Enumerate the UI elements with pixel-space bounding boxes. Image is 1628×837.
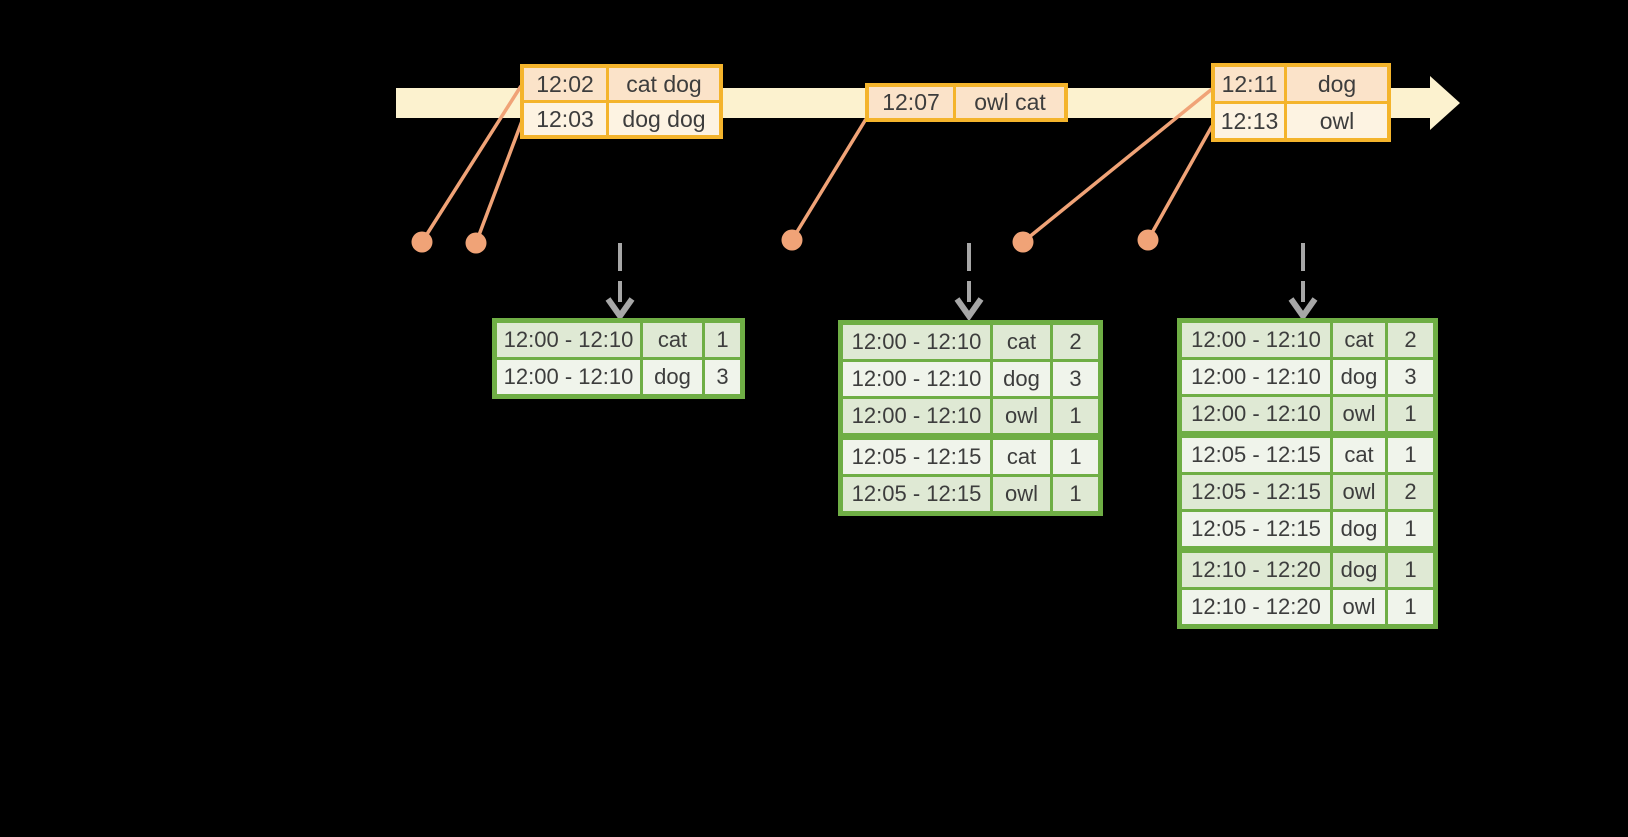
event-connector-line (790, 118, 868, 241)
word-cell: cat (1333, 323, 1385, 357)
word-cell: dog (993, 362, 1050, 396)
result-row: 12:00 - 12:10 owl 1 (1182, 397, 1433, 431)
word-cell: owl (993, 477, 1050, 511)
word-cell: cat (1333, 438, 1385, 472)
event-words-cell: owl (1287, 104, 1387, 138)
window-cell: 12:00 - 12:10 (843, 325, 990, 359)
event-time-cell: 12:07 (869, 87, 953, 118)
window-cell: 12:05 - 12:15 (1182, 438, 1330, 472)
window-cell: 12:00 - 12:10 (1182, 360, 1330, 394)
count-cell: 2 (1388, 323, 1433, 357)
result-row: 12:00 - 12:10 owl 1 (843, 399, 1098, 433)
event-table-3: 12:11 dog 12:13 owl (1211, 63, 1391, 142)
event-connector-line (420, 85, 523, 243)
result-row: 12:05 - 12:15 owl 2 (1182, 475, 1433, 509)
result-row: 12:00 - 12:10 dog 3 (1182, 360, 1433, 394)
word-cell: dog (1333, 553, 1385, 587)
count-cell: 3 (705, 360, 740, 394)
event-connector-line (474, 120, 524, 244)
word-cell: owl (1333, 590, 1385, 624)
count-cell: 3 (1053, 362, 1098, 396)
result-row: 12:00 - 12:10 cat 2 (843, 325, 1098, 359)
event-time-cell: 12:13 (1215, 104, 1284, 138)
word-cell: owl (1333, 397, 1385, 431)
result-row: 12:05 - 12:15 cat 1 (843, 440, 1098, 474)
result-row: 12:10 - 12:20 dog 1 (1182, 553, 1433, 587)
window-cell: 12:00 - 12:10 (1182, 323, 1330, 357)
window-cell: 12:00 - 12:10 (497, 323, 640, 357)
count-cell: 1 (1053, 440, 1098, 474)
window-cell: 12:00 - 12:10 (843, 399, 990, 433)
event-table-2: 12:07 owl cat (865, 83, 1068, 122)
result-row: 12:05 - 12:15 owl 1 (843, 477, 1098, 511)
result-row: 12:00 - 12:10 dog 3 (843, 362, 1098, 396)
count-cell: 1 (705, 323, 740, 357)
event-words-cell: dog dog (609, 103, 719, 135)
trigger-arrow-icon (1288, 243, 1318, 322)
result-row: 12:00 - 12:10 dog 3 (497, 360, 740, 394)
count-cell: 2 (1053, 325, 1098, 359)
result-row: 12:00 - 12:10 cat 2 (1182, 323, 1433, 357)
trigger-arrow-icon (605, 243, 635, 322)
count-cell: 2 (1388, 475, 1433, 509)
window-cell: 12:05 - 12:15 (843, 440, 990, 474)
word-cell: dog (1333, 360, 1385, 394)
result-row: 12:10 - 12:20 owl 1 (1182, 590, 1433, 624)
count-cell: 1 (1053, 477, 1098, 511)
event-dot (1137, 229, 1159, 251)
count-cell: 1 (1388, 438, 1433, 472)
word-cell: dog (643, 360, 702, 394)
event-words-cell: dog (1287, 67, 1387, 101)
event-words-cell: owl cat (956, 87, 1064, 118)
word-cell: dog (1333, 512, 1385, 546)
count-cell: 1 (1053, 399, 1098, 433)
window-cell: 12:00 - 12:10 (843, 362, 990, 396)
window-cell: 12:00 - 12:10 (1182, 397, 1330, 431)
event-connector-line (1146, 125, 1214, 241)
event-connector-line (1021, 87, 1214, 244)
trigger-arrow-icon (954, 243, 984, 322)
word-cell: owl (1333, 475, 1385, 509)
result-table-1: 12:00 - 12:10 cat 1 12:00 - 12:10 dog 3 (492, 318, 745, 399)
word-cell: cat (643, 323, 702, 357)
count-cell: 1 (1388, 397, 1433, 431)
word-cell: owl (993, 399, 1050, 433)
result-row: 12:05 - 12:15 cat 1 (1182, 438, 1433, 472)
count-cell: 1 (1388, 553, 1433, 587)
window-cell: 12:10 - 12:20 (1182, 553, 1330, 587)
result-row: 12:05 - 12:15 dog 1 (1182, 512, 1433, 546)
count-cell: 1 (1388, 590, 1433, 624)
word-cell: cat (993, 440, 1050, 474)
event-dot (411, 231, 433, 253)
result-table-2: 12:00 - 12:10 cat 2 12:00 - 12:10 dog 3 … (838, 320, 1103, 516)
window-cell: 12:05 - 12:15 (843, 477, 990, 511)
window-cell: 12:05 - 12:15 (1182, 475, 1330, 509)
window-cell: 12:05 - 12:15 (1182, 512, 1330, 546)
window-cell: 12:10 - 12:20 (1182, 590, 1330, 624)
event-dot (1012, 231, 1034, 253)
word-cell: cat (993, 325, 1050, 359)
result-table-3: 12:00 - 12:10 cat 2 12:00 - 12:10 dog 3 … (1177, 318, 1438, 629)
event-dot (781, 229, 803, 251)
event-words-cell: cat dog (609, 68, 719, 100)
count-cell: 1 (1388, 512, 1433, 546)
event-table-1: 12:02 cat dog 12:03 dog dog (520, 64, 723, 139)
event-time-cell: 12:03 (524, 103, 606, 135)
count-cell: 3 (1388, 360, 1433, 394)
window-cell: 12:00 - 12:10 (497, 360, 640, 394)
timeline-arrowhead-icon (1430, 76, 1460, 130)
event-time-cell: 12:11 (1215, 67, 1284, 101)
event-dot (465, 232, 487, 254)
event-time-cell: 12:02 (524, 68, 606, 100)
result-row: 12:00 - 12:10 cat 1 (497, 323, 740, 357)
